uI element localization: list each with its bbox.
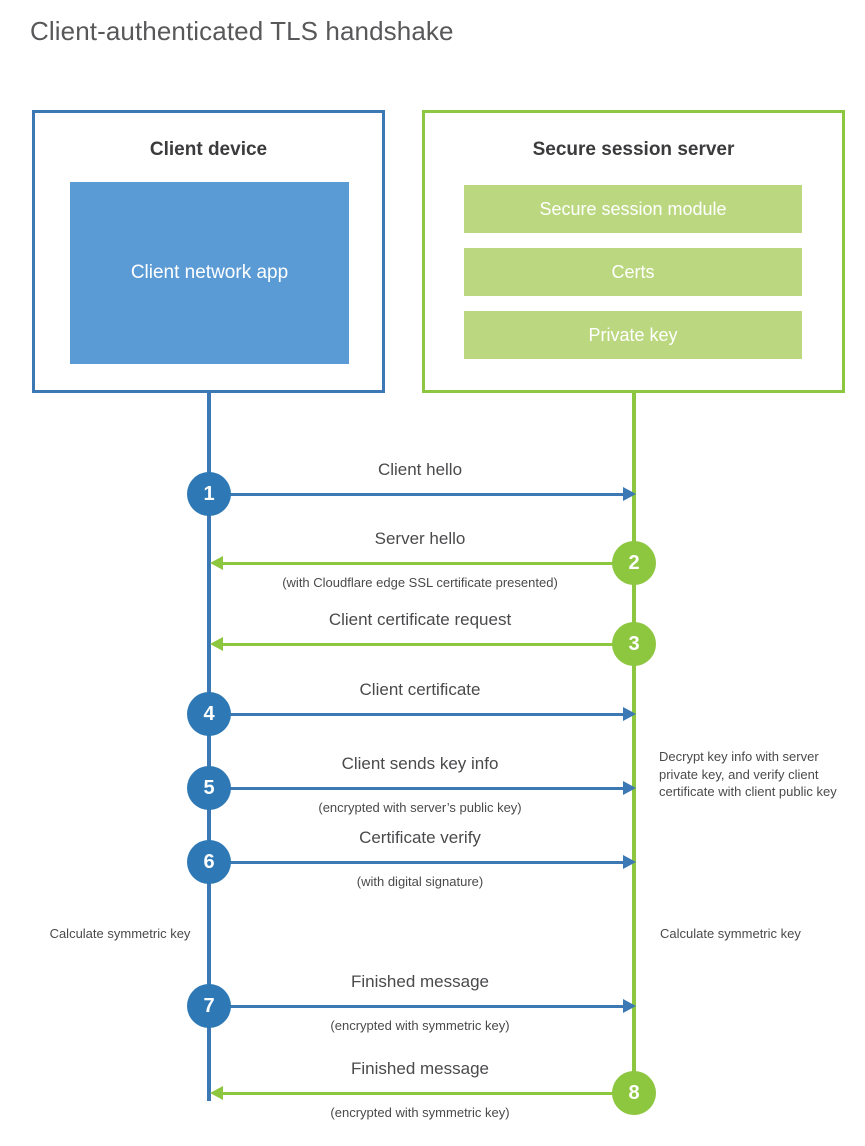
step-8-arrow-shaft — [222, 1092, 614, 1095]
server-component-private-key: Private key — [464, 311, 802, 359]
step-3-label: Client certificate request — [328, 610, 512, 629]
step-5-arrow-head-icon — [623, 781, 636, 795]
note-client-calculate-symmetric-key: Calculate symmetric key — [49, 926, 191, 941]
step-6-arrow-head-icon — [623, 855, 636, 869]
secure-session-server-title: Secure session server — [532, 139, 735, 160]
step-6-sublabel: (with digital signature) — [356, 874, 484, 889]
client-lifeline — [207, 393, 211, 1101]
server-component-certs: Certs — [464, 248, 802, 296]
step-7-sublabel: (encrypted with symmetric key) — [330, 1018, 510, 1033]
step-4-arrow-head-icon — [623, 707, 636, 721]
step-6-arrow-shaft — [228, 861, 628, 864]
step-4-label: Client certificate — [359, 680, 481, 699]
step-1-badge: 1 — [187, 472, 231, 516]
client-network-app-box: Client network app — [70, 182, 349, 364]
step-5-badge: 5 — [187, 766, 231, 810]
step-5-label: Client sends key info — [341, 754, 499, 773]
step-6-badge: 6 — [187, 840, 231, 884]
step-2-arrow-shaft — [222, 562, 614, 565]
page-title: Client-authenticated TLS handshake — [30, 16, 454, 46]
step-7-arrow-shaft — [228, 1005, 628, 1008]
step-3-badge: 3 — [612, 622, 656, 666]
step-6-label: Certificate verify — [359, 828, 481, 847]
step-8-badge: 8 — [612, 1071, 656, 1115]
step-7-badge: 7 — [187, 984, 231, 1028]
step-1-arrow-shaft — [228, 493, 628, 496]
step-2-sublabel: (with Cloudflare edge SSL certificate pr… — [282, 575, 558, 590]
step-1-label: Client hello — [377, 460, 463, 479]
step-8-sublabel: (encrypted with symmetric key) — [330, 1105, 510, 1120]
step-8-label: Finished message — [351, 1059, 489, 1078]
server-component-secure-session-module: Secure session module — [464, 185, 802, 233]
note-server-calculate-symmetric-key: Calculate symmetric key — [660, 926, 801, 941]
step-7-label: Finished message — [351, 972, 489, 991]
step-8-arrow-head-icon — [210, 1086, 223, 1100]
step-3-arrow-shaft — [222, 643, 614, 646]
step-5-arrow-shaft — [228, 787, 628, 790]
step-7-arrow-head-icon — [623, 999, 636, 1013]
step-1-arrow-head-icon — [623, 487, 636, 501]
server-lifeline — [632, 393, 636, 1093]
step-2-label: Server hello — [374, 529, 466, 548]
step-4-arrow-shaft — [228, 713, 628, 716]
secure-session-server-box: Secure session server Secure session mod… — [422, 110, 845, 393]
step-3-arrow-head-icon — [210, 637, 223, 651]
note-server-decrypt: Decrypt key info with server private key… — [659, 749, 837, 800]
client-device-title: Client device — [149, 139, 268, 160]
client-device-box: Client device Client network app — [32, 110, 385, 393]
step-5-sublabel: (encrypted with server’s public key) — [318, 800, 522, 815]
step-2-arrow-head-icon — [210, 556, 223, 570]
step-2-badge: 2 — [612, 541, 656, 585]
step-4-badge: 4 — [187, 692, 231, 736]
